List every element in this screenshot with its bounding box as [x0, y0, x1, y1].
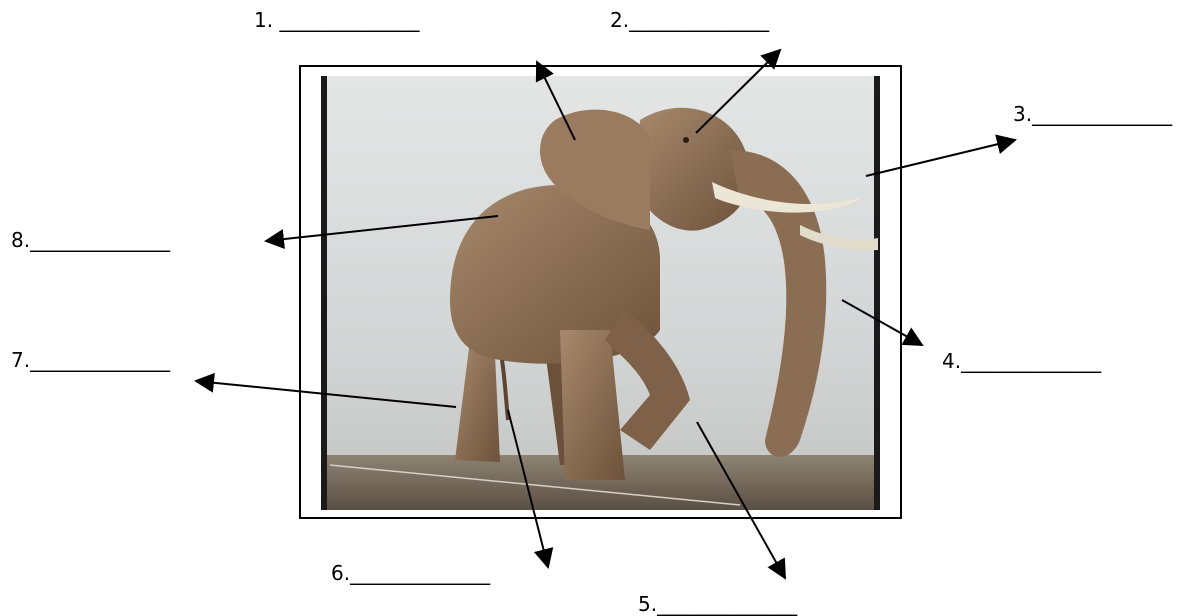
label-6: 6.______________ — [331, 561, 491, 585]
label-1: 1. ______________ — [254, 8, 420, 32]
label-5: 5.______________ — [638, 592, 798, 616]
elephant-photo — [321, 76, 880, 510]
arrow-5 — [696, 421, 786, 580]
arrow-7 — [194, 372, 457, 408]
arrow-1 — [535, 60, 576, 141]
label-4: 4.______________ — [942, 349, 1102, 373]
label-2: 2.______________ — [610, 8, 770, 32]
arrow-2 — [695, 48, 782, 134]
label-7: 7.______________ — [11, 348, 171, 372]
arrow-6 — [507, 409, 554, 569]
arrow-4 — [841, 299, 924, 346]
label-3: 3.______________ — [1013, 102, 1173, 126]
label-8: 8.______________ — [11, 228, 171, 252]
arrow-8 — [264, 215, 499, 250]
arrow-3 — [865, 134, 1017, 177]
